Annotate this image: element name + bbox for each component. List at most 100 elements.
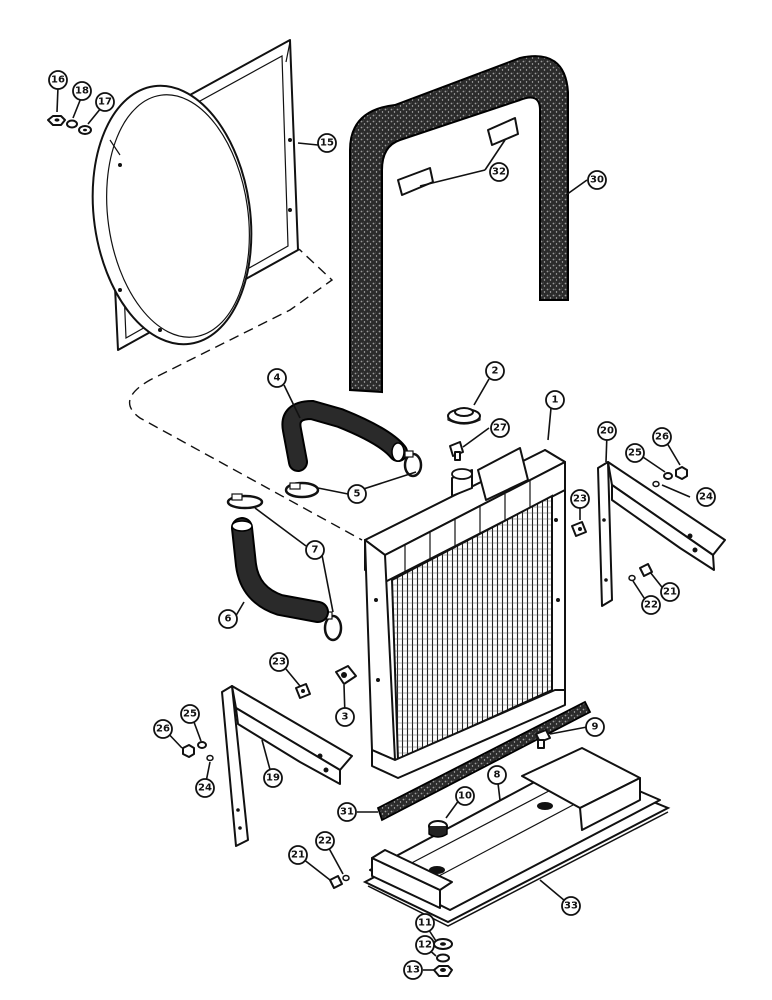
callout-12: 12: [415, 935, 435, 955]
callout-10: 10: [455, 786, 475, 806]
svg-text:15: 15: [320, 138, 334, 149]
svg-text:19: 19: [266, 773, 280, 784]
foam-seal: [349, 55, 569, 394]
svg-text:9: 9: [592, 722, 599, 733]
svg-text:3: 3: [342, 712, 349, 723]
svg-text:23: 23: [573, 494, 587, 505]
foam-bracket-right: [487, 117, 519, 146]
lower-hose: [231, 517, 329, 623]
fitting-bolt-right: [571, 521, 587, 537]
svg-text:18: 18: [75, 86, 89, 97]
callout-23-right: 23: [570, 489, 590, 509]
svg-text:27: 27: [493, 423, 507, 434]
callout-8: 8: [487, 765, 507, 785]
svg-text:31: 31: [340, 807, 354, 818]
callout-7: 7: [305, 540, 325, 560]
svg-text:4: 4: [274, 373, 281, 384]
callout-2: 2: [485, 361, 505, 381]
nut-left-26: [182, 744, 195, 758]
callout-13: 13: [403, 960, 423, 980]
hose-clamp-upper-right: [403, 450, 423, 478]
washer-left-25: [197, 741, 207, 749]
hose-clamp-lower-top: [226, 493, 264, 510]
washer-right-25: [663, 472, 673, 480]
callout-3: 3: [335, 707, 355, 727]
foam-strip: [376, 700, 592, 822]
svg-text:13: 13: [406, 965, 420, 976]
svg-text:26: 26: [655, 432, 669, 443]
svg-text:24: 24: [699, 492, 713, 503]
callout-9: 9: [585, 717, 605, 737]
washer-bottom-22: [342, 874, 350, 882]
svg-text:12: 12: [418, 940, 432, 951]
nut-13: [433, 965, 453, 977]
callout-17: 17: [95, 92, 115, 112]
mounting-bolt-9: [535, 729, 551, 749]
svg-text:22: 22: [644, 600, 658, 611]
callout-31: 31: [337, 802, 357, 822]
callout-24-left: 24: [195, 778, 215, 798]
lock-washer-12: [436, 953, 450, 963]
callout-16: 16: [48, 70, 68, 90]
svg-text:16: 16: [51, 75, 65, 86]
svg-text:24: 24: [198, 783, 212, 794]
svg-text:1: 1: [552, 395, 559, 406]
callout-11: 11: [415, 913, 435, 933]
callout-15: 15: [317, 133, 337, 153]
rubber-mount: [428, 820, 448, 838]
svg-text:30: 30: [590, 175, 604, 186]
svg-text:21: 21: [663, 587, 677, 598]
callout-4: 4: [267, 368, 287, 388]
svg-text:21: 21: [291, 850, 305, 861]
svg-text:8: 8: [494, 770, 501, 781]
callout-23-left: 23: [269, 652, 289, 672]
radiator-cap: [447, 407, 481, 425]
hose-clamp-upper-left: [284, 481, 320, 499]
callout-5: 5: [347, 484, 367, 504]
fan-shroud: [91, 39, 299, 351]
callout-30: 30: [587, 170, 607, 190]
callout-26-left: 26: [153, 719, 173, 739]
callout-32: 32: [489, 162, 509, 182]
radiator-base-plate: [369, 747, 661, 911]
svg-text:10: 10: [458, 791, 472, 802]
washer-right-22: [628, 574, 636, 582]
lockwasher-18: [66, 119, 78, 129]
svg-text:26: 26: [156, 724, 170, 735]
callout-27: 27: [490, 418, 510, 438]
callout-6: 6: [218, 609, 238, 629]
callout-24-right: 24: [696, 487, 716, 507]
right-support-bracket: [597, 461, 726, 607]
drain-cock: [335, 665, 357, 685]
callout-18: 18: [72, 81, 92, 101]
callout-22-right: 22: [641, 595, 661, 615]
washer-17: [78, 125, 92, 135]
svg-text:2: 2: [492, 366, 499, 377]
nut-16: [47, 115, 66, 126]
svg-text:11: 11: [418, 918, 432, 929]
svg-text:33: 33: [564, 901, 578, 912]
callout-22-bottom: 22: [315, 831, 335, 851]
foam-bracket-left: [397, 167, 434, 196]
svg-text:23: 23: [272, 657, 286, 668]
radiator: [364, 447, 566, 779]
svg-text:7: 7: [312, 545, 319, 556]
shroud-to-radiator-dashed-line: [127, 149, 363, 541]
lockwasher-left-24: [206, 754, 214, 762]
callout-1: 1: [545, 390, 565, 410]
nut-right-26: [675, 466, 688, 480]
callout-21-bottom: 21: [288, 845, 308, 865]
lockwasher-right-24: [652, 480, 660, 488]
svg-text:25: 25: [183, 709, 197, 720]
svg-text:25: 25: [628, 448, 642, 459]
svg-text:22: 22: [318, 836, 332, 847]
left-support-bracket: [221, 685, 353, 847]
leader-lines: [56, 86, 691, 971]
callout-20: 20: [597, 421, 617, 441]
svg-text:20: 20: [600, 426, 614, 437]
svg-text:5: 5: [354, 489, 361, 500]
callout-21-right: 21: [660, 582, 680, 602]
callout-19: 19: [263, 768, 283, 788]
callout-33: 33: [561, 896, 581, 916]
